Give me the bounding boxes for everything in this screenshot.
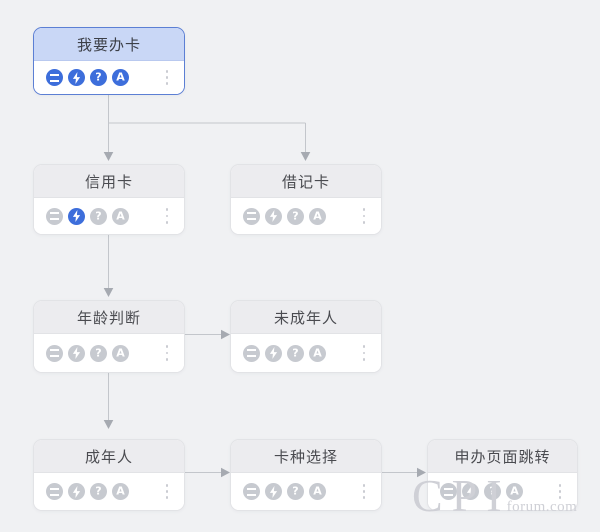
node-credit-card[interactable]: 信用卡 ? A [33, 164, 185, 235]
node-toolbar: ? A [231, 334, 381, 372]
node-toolbar: ? A [34, 334, 184, 372]
list-icon[interactable] [46, 344, 63, 362]
node-minor[interactable]: 未成年人 ? A [230, 300, 382, 373]
node-toolbar: ? A [428, 473, 577, 510]
question-icon[interactable]: ? [287, 483, 304, 500]
question-icon[interactable]: ? [90, 483, 107, 500]
node-title: 年龄判断 [34, 301, 184, 334]
node-label: 信用卡 [84, 173, 133, 191]
lightning-icon[interactable] [68, 207, 85, 225]
list-icon[interactable] [46, 69, 63, 86]
node-title: 未成年人 [231, 301, 381, 334]
letter-a-icon[interactable]: A [112, 344, 129, 362]
letter-a-icon[interactable]: A [112, 483, 129, 500]
node-apply-card[interactable]: 我要办卡 ? A [33, 27, 185, 95]
node-title: 申办页面跳转 [428, 440, 577, 473]
node-toolbar: ? A [34, 473, 184, 510]
node-label: 借记卡 [281, 173, 330, 191]
node-toolbar: ? A [231, 198, 381, 234]
node-card-type-select[interactable]: 卡种选择 ? A [230, 439, 382, 511]
node-label: 我要办卡 [76, 36, 141, 54]
lightning-icon[interactable] [68, 69, 85, 86]
more-options-icon[interactable] [553, 473, 567, 510]
question-icon[interactable]: ? [484, 483, 501, 500]
lightning-icon[interactable] [265, 483, 282, 500]
more-options-icon[interactable] [357, 473, 371, 510]
node-adult[interactable]: 成年人 ? A [33, 439, 185, 511]
more-options-icon[interactable] [357, 334, 371, 372]
letter-a-icon[interactable]: A [309, 207, 326, 225]
more-options-icon[interactable] [160, 473, 174, 510]
more-options-icon[interactable] [160, 334, 174, 372]
letter-a-icon[interactable]: A [506, 483, 523, 500]
node-toolbar: ? A [34, 198, 184, 234]
list-icon[interactable] [440, 483, 457, 500]
lightning-icon[interactable] [265, 207, 282, 225]
list-icon[interactable] [243, 483, 260, 500]
node-debit-card[interactable]: 借记卡 ? A [230, 164, 382, 235]
node-label: 成年人 [84, 448, 133, 466]
list-icon[interactable] [46, 483, 63, 500]
node-age-check[interactable]: 年龄判断 ? A [33, 300, 185, 373]
letter-a-icon[interactable]: A [309, 344, 326, 362]
connector-lines [108, 95, 417, 473]
list-icon[interactable] [243, 344, 260, 362]
list-icon[interactable] [243, 207, 260, 225]
node-title: 借记卡 [231, 165, 381, 198]
letter-a-icon[interactable]: A [112, 207, 129, 225]
node-title: 信用卡 [34, 165, 184, 198]
list-icon[interactable] [46, 207, 63, 225]
node-toolbar: ? A [34, 61, 184, 94]
more-options-icon[interactable] [160, 198, 174, 234]
letter-a-icon[interactable]: A [309, 483, 326, 500]
node-label: 申办页面跳转 [454, 448, 551, 466]
lightning-icon[interactable] [462, 483, 479, 500]
lightning-icon[interactable] [265, 344, 282, 362]
question-icon[interactable]: ? [287, 344, 304, 362]
lightning-icon[interactable] [68, 483, 85, 500]
node-label: 年龄判断 [76, 309, 141, 327]
node-label: 卡种选择 [273, 448, 338, 466]
question-icon[interactable]: ? [287, 207, 304, 225]
node-title: 成年人 [34, 440, 184, 473]
more-options-icon[interactable] [357, 198, 371, 234]
node-apply-page-redirect[interactable]: 申办页面跳转 ? A [427, 439, 578, 511]
node-title: 卡种选择 [231, 440, 381, 473]
node-label: 未成年人 [273, 309, 338, 327]
node-title: 我要办卡 [34, 28, 184, 61]
node-toolbar: ? A [231, 473, 381, 510]
lightning-icon[interactable] [68, 344, 85, 362]
question-icon[interactable]: ? [90, 344, 107, 362]
question-icon[interactable]: ? [90, 207, 107, 225]
more-options-icon[interactable] [160, 61, 174, 94]
letter-a-icon[interactable]: A [112, 69, 129, 86]
question-icon[interactable]: ? [90, 69, 107, 86]
